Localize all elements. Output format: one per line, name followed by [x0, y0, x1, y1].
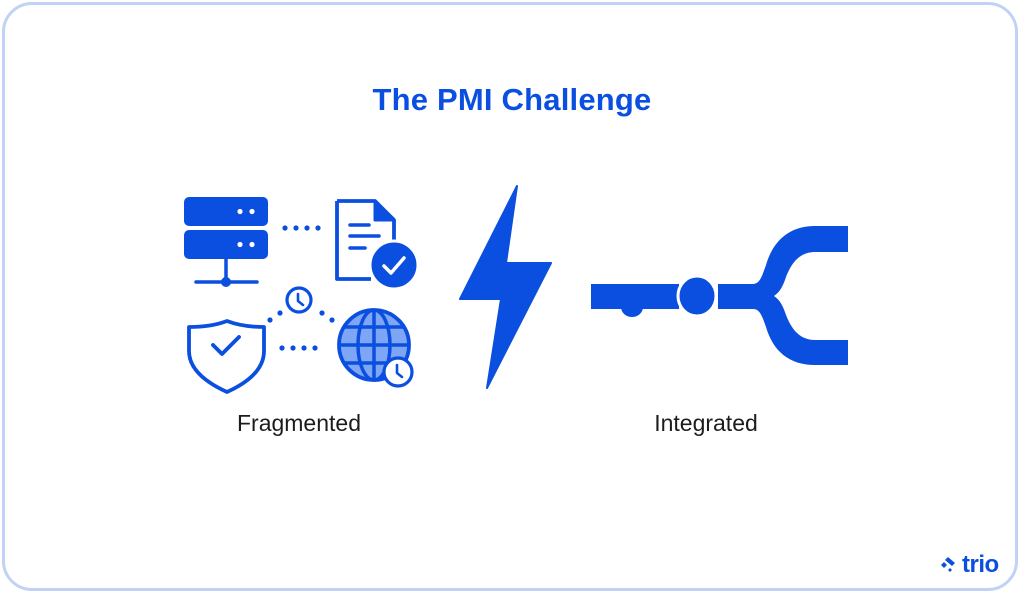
dotted-connector-top — [282, 225, 321, 231]
server-icon — [184, 197, 268, 287]
dotted-connector-bottom — [279, 345, 318, 351]
dotted-connector-diagonal — [267, 310, 335, 323]
clock-icon — [285, 286, 313, 314]
fragmented-label: Fragmented — [236, 410, 361, 436]
brand-name: trio — [962, 551, 999, 578]
integrated-label: Integrated — [654, 410, 758, 436]
pipe-connector-icon — [591, 226, 848, 365]
globe-clock-icon — [337, 308, 414, 388]
lightning-bolt-icon — [459, 185, 552, 389]
trio-logo-icon — [941, 557, 955, 572]
document-check-icon — [335, 199, 420, 291]
brand-logo: trio — [939, 553, 999, 577]
page-title: The PMI Challenge — [372, 82, 652, 117]
shield-check-icon — [187, 319, 266, 394]
